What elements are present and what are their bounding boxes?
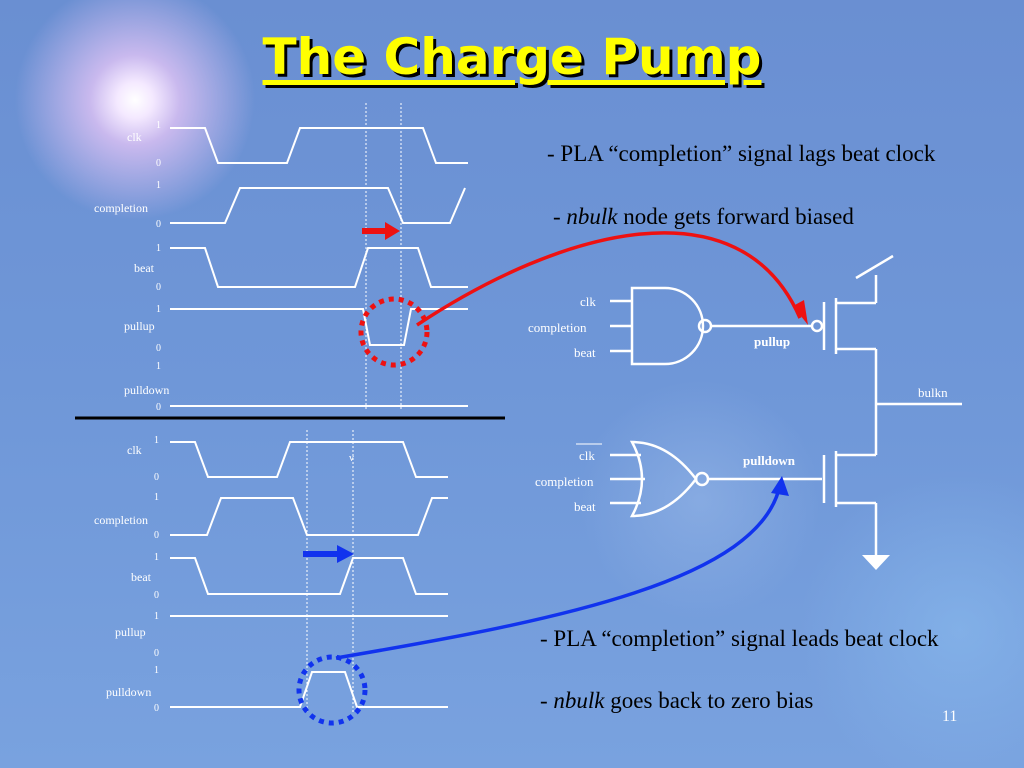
signal-label-beat-bottom: beat [131,570,152,584]
svg-text:0: 0 [156,343,161,354]
nor-input-clk: clk [579,448,595,463]
svg-text:0: 0 [154,648,159,659]
pullup-node-label: pullup [754,334,790,349]
waveform-clk-bottom [170,441,448,478]
svg-text:1: 1 [156,361,161,372]
svg-text:1: 1 [156,120,161,131]
svg-text:1: 1 [156,304,161,315]
signal-label-pullup-top: pullup [124,319,155,333]
lead-note-line2: - nbulk goes back to zero bias [540,688,814,713]
signal-label-clk-bottom: clk [127,443,142,457]
svg-text:0: 0 [154,530,159,541]
lead-note-emphasis: nbulk [553,688,605,713]
lag-note-line2: - nbulk node gets forward biased [553,204,854,229]
lag-curve-arrow [416,231,802,327]
signal-label-pulldown-bottom: pulldown [106,685,151,699]
svg-text:0: 0 [154,472,159,483]
lag-curve-arrowhead [793,300,808,325]
svg-text:1: 1 [154,665,159,676]
signal-label-clk-top: clk [127,130,142,144]
ground-icon [862,555,890,570]
level-labels-bottom: 1 0 1 0 1 0 1 0 1 0 [154,435,159,714]
slide-title: The Charge Pump [262,28,762,86]
timing-marker: v [349,453,354,464]
svg-text:0: 0 [154,703,159,714]
signal-label-beat-top: beat [134,261,155,275]
waveform-beat-bottom [170,557,448,595]
lag-arrow-icon [362,222,400,240]
lag-note-emphasis: nbulk [566,204,618,229]
lead-highlight-circle [296,654,368,726]
nand-bubble [697,318,713,334]
svg-text:0: 0 [156,219,161,230]
waveform-beat-top [170,247,468,288]
nand-input-completion: completion [528,320,587,335]
svg-text:1: 1 [156,243,161,254]
timing-diagram-bottom [170,441,448,708]
lag-highlight-circle [358,296,430,368]
lag-note-rest: node gets forward biased [617,204,854,229]
waveform-pullup-top [170,308,468,346]
lead-curve-arrowhead [771,476,789,496]
svg-text:1: 1 [154,435,159,446]
timing-diagram-top [170,127,468,407]
waveform-clk-top [170,127,468,164]
lag-note-line1: - PLA “completion” signal lags beat cloc… [547,141,936,166]
svg-text:1: 1 [154,611,159,622]
svg-text:1: 1 [154,492,159,503]
svg-text:0: 0 [156,282,161,293]
level-labels-top: 1 0 1 0 1 0 1 0 1 0 [156,120,161,413]
lead-arrow-icon [303,545,354,563]
circuit-schematic [610,254,962,555]
nor-input-completion: completion [535,474,594,489]
svg-text:1: 1 [154,552,159,563]
waveform-pulldown-bottom [170,671,448,708]
nand-input-clk: clk [580,294,596,309]
signal-label-pulldown-top: pulldown [124,383,169,397]
svg-text:0: 0 [154,590,159,601]
svg-text:0: 0 [156,158,161,169]
bulkn-node-label: bulkn [918,385,948,400]
nand-input-beat: beat [574,345,596,360]
page-number: 11 [942,708,958,725]
svg-text:1: 1 [156,180,161,191]
nor-bubble [694,471,710,487]
waveform-completion-top [170,187,466,224]
pmos-gate-bubble [810,319,824,333]
lead-note-line1: - PLA “completion” signal leads beat clo… [540,626,939,651]
waveform-completion-bottom [170,497,448,536]
lead-note-rest: goes back to zero bias [604,688,814,713]
nand-gate [630,286,705,366]
signal-label-completion-top: completion [94,201,148,215]
svg-text:0: 0 [156,402,161,413]
lead-curve-arrow [335,484,782,660]
pulldown-node-label: pulldown [743,453,796,468]
signal-label-pullup-bottom: pullup [115,625,146,639]
signal-label-completion-bottom: completion [94,513,148,527]
nor-input-beat: beat [574,499,596,514]
